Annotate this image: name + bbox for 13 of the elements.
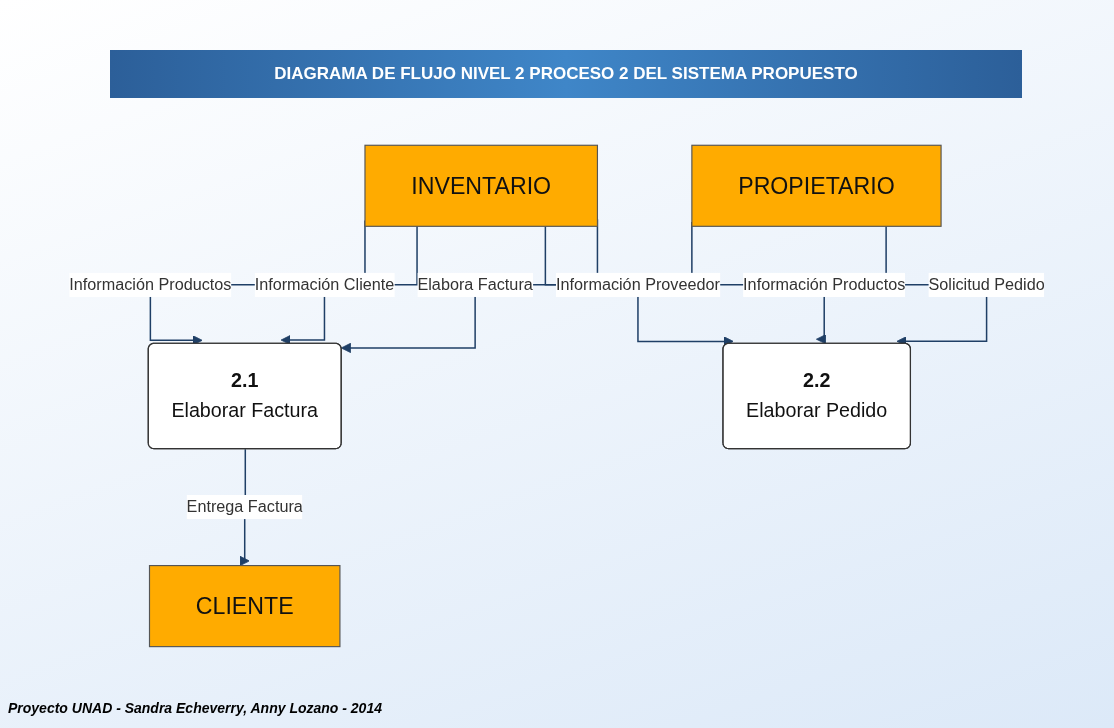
node-box: PROPIETARIO xyxy=(691,144,942,227)
node-box: CLIENTE xyxy=(148,565,341,648)
edge-label: Información Cliente xyxy=(254,274,395,294)
node-box: INVENTARIO xyxy=(364,144,599,227)
edge-label: Elabora Factura xyxy=(417,274,533,294)
edge-label: Información Productos xyxy=(743,274,906,294)
caption: Proyecto UNAD - Sandra Echeverry, Anny Lozano - 2014 xyxy=(8,700,382,716)
arrow xyxy=(544,225,734,347)
edge-label: Información Productos xyxy=(69,274,232,294)
title-banner: DIAGRAMA DE FLUJO NIVEL 2 PROCESO 2 DEL SISTEMA PROPUESTO xyxy=(110,50,1022,98)
edge-label: Entrega Factura xyxy=(186,497,303,516)
edge-label: Información Proveedor xyxy=(555,274,720,294)
edge-label: Solicitud Pedido xyxy=(928,274,1045,294)
